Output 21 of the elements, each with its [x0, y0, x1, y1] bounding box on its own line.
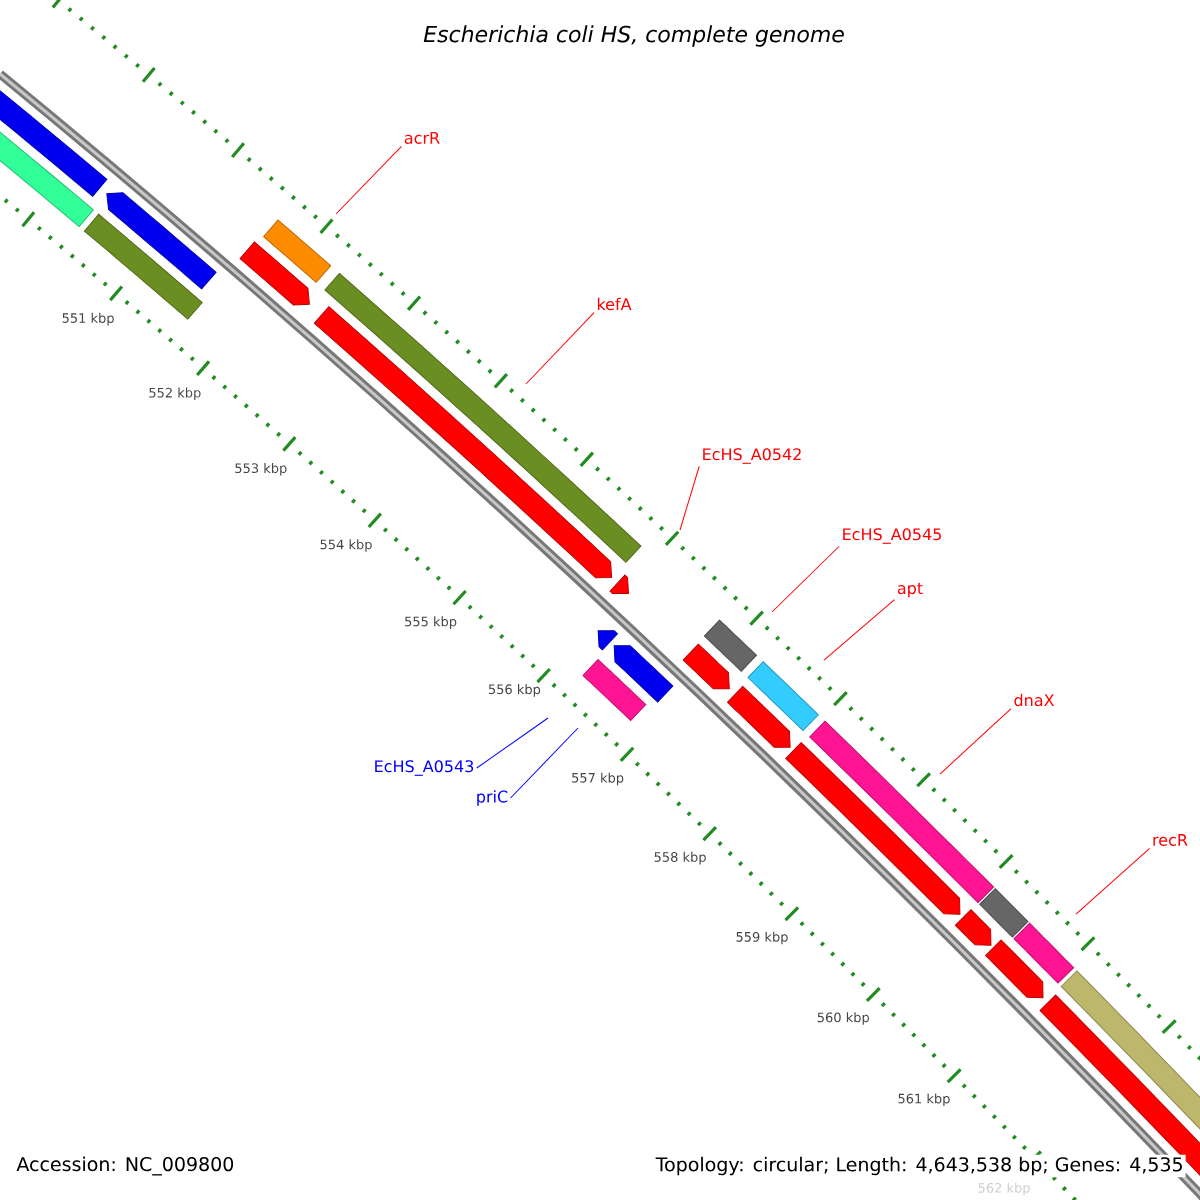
leader-line [679, 465, 700, 531]
leader-line [476, 717, 549, 769]
gene-label: EcHS_A0542 [703, 448, 801, 464]
gene-label: apt [897, 582, 923, 598]
gene-label: kefA [597, 297, 632, 311]
leader-line [525, 312, 595, 385]
title: Escherichia coli HS, complete genome [423, 25, 844, 47]
gene-label: priC [477, 790, 508, 806]
gene-label: EcHS_A0545 [843, 528, 941, 544]
leader-line [510, 727, 579, 799]
leader-line [771, 545, 840, 613]
gene-label: EcHS_A0543 [375, 760, 474, 776]
leader-line [1075, 847, 1151, 915]
leader-line [823, 599, 895, 661]
footer-text: Topology: circular; Length: 4,643,538 bp; Genes: 4,535 [653, 1154, 1186, 1178]
gene-label: acrR [404, 132, 440, 144]
gene-label: recR [1153, 834, 1188, 846]
gene-label: dnaX [1014, 693, 1055, 707]
leader-line [335, 145, 402, 215]
leader-line [939, 708, 1012, 775]
footer-text: Accession: NC_009800 [14, 1154, 237, 1178]
